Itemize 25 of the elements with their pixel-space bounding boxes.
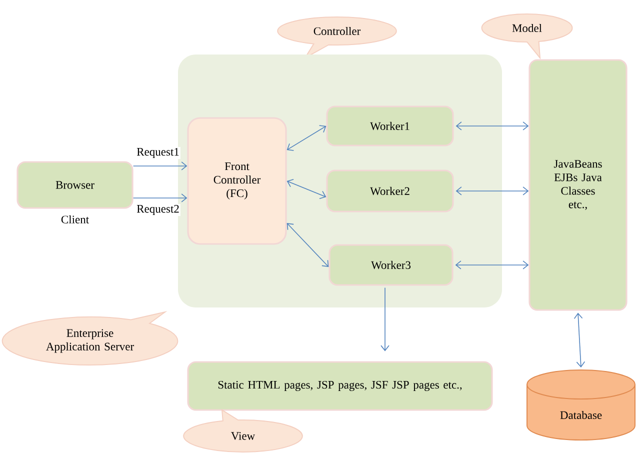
- process-box: JavaBeans EJBs Java Classes etc.,: [528, 59, 628, 311]
- edge-label: Request1: [136, 146, 180, 160]
- process-box: Browser: [16, 161, 134, 209]
- controller-box: Front Controller (FC): [187, 117, 287, 245]
- database-cylinder: Database: [526, 369, 636, 440]
- process-box: Static HTML pages, JSP pages, JSF JSP pages etc.,: [187, 361, 493, 411]
- process-box: Worker3: [328, 244, 454, 286]
- arrow: [286, 125, 326, 151]
- callout-bubble: Enterprise Application Server: [2, 312, 178, 366]
- arrow: [286, 179, 326, 199]
- arrow: [456, 122, 529, 130]
- arrow: [455, 260, 529, 270]
- arrow: [456, 186, 529, 196]
- arrow: [574, 312, 586, 368]
- node-caption: Client: [61, 215, 89, 224]
- edge-label: Request2: [136, 204, 180, 216]
- arrow: [132, 162, 188, 170]
- process-box: Worker2: [326, 170, 454, 212]
- arrow: [132, 194, 188, 202]
- process-box: Worker1: [326, 106, 454, 146]
- callout-bubble: View: [183, 410, 303, 452]
- arrow: [380, 287, 390, 352]
- callout-bubble: Model: [481, 14, 573, 58]
- arrow: [286, 223, 329, 267]
- callout-bubble: Controller: [277, 16, 397, 58]
